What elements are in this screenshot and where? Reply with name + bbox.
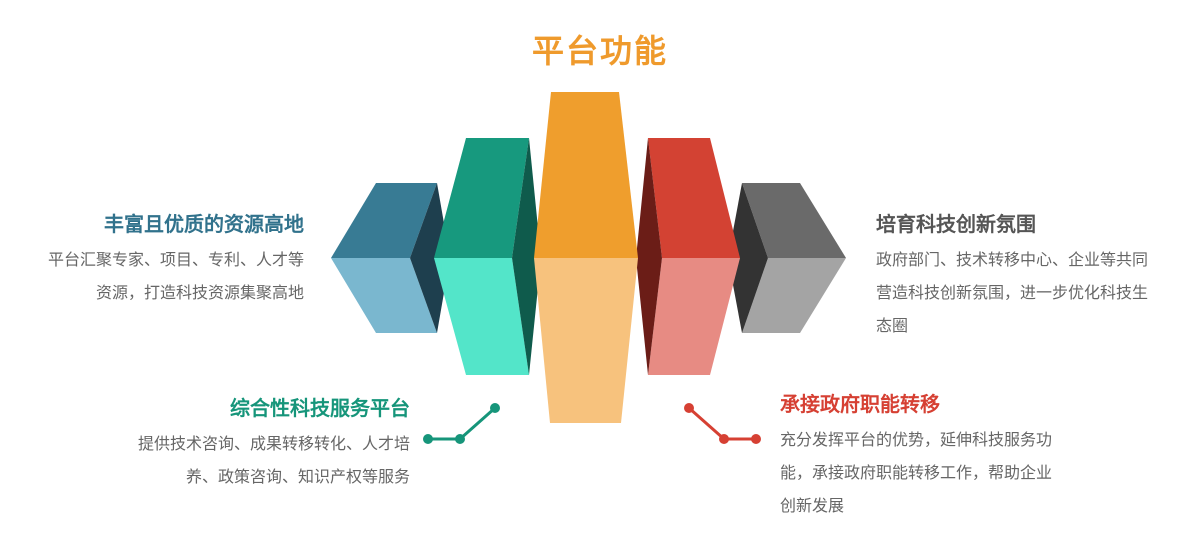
orange-block-top [534,92,638,258]
feature-service-platform: 综合性科技服务平台 提供技术咨询、成果转移转化、人才培 养、政策咨询、知识产权等… [80,392,410,493]
green-connector-dot [490,403,500,413]
feature-line: 充分发挥平台的优势，延伸科技服务功 [780,430,1053,449]
red-connector-dot [751,434,761,444]
feature-title: 培育科技创新氛围 [876,212,1036,236]
feature-line: 提供技术咨询、成果转移转化、人才培 [137,434,410,453]
feature-line: 政府部门、技术转移中心、企业等共同 [876,250,1149,269]
blue-block-side [410,183,450,333]
red-block-bottom [648,258,740,375]
green-connector-dot [455,434,465,444]
feature-innovation-atmosphere: 培育科技创新氛围 政府部门、技术转移中心、企业等共同 营造科技创新氛围，进一步优… [876,208,1196,342]
feature-line: 能，承接政府职能转移工作，帮助企业 [780,463,1053,482]
red-block [636,138,740,375]
feature-title: 综合性科技服务平台 [230,396,410,420]
red-connector [684,403,761,444]
orange-block-bottom [534,258,638,423]
feature-line: 资源，打造科技资源集聚高地 [95,283,304,302]
feature-line: 营造科技创新氛围，进一步优化科技生 [876,283,1149,302]
blue-block-bottom [331,258,437,333]
feature-description: 充分发挥平台的优势，延伸科技服务功 能，承接政府职能转移工作，帮助企业 创新发展 [780,423,1110,522]
gray-block [728,183,846,333]
red-block-top [648,138,740,258]
feature-title: 承接政府职能转移 [780,392,940,416]
red-connector-dot [719,434,729,444]
red-block-side [636,138,662,375]
feature-title: 丰富且优质的资源高地 [104,212,304,236]
red-connector-dot [684,403,694,413]
feature-line: 养、政策咨询、知识产权等服务 [185,467,410,486]
blue-block-top [331,183,437,258]
orange-block [534,92,638,423]
feature-description: 提供技术咨询、成果转移转化、人才培 养、政策咨询、知识产权等服务 [80,427,410,493]
feature-rich-resources: 丰富且优质的资源高地 平台汇聚专家、项目、专利、人才等 资源，打造科技资源集聚高… [4,208,304,309]
green-block [434,138,541,375]
feature-description: 政府部门、技术转移中心、企业等共同 营造科技创新氛围，进一步优化科技生 态圈 [876,243,1196,342]
gray-block-bottom [742,258,846,333]
page-title: 平台功能 [531,32,668,70]
green-connector-dot [423,434,433,444]
feature-description: 平台汇聚专家、项目、专利、人才等 资源，打造科技资源集聚高地 [4,243,304,309]
blue-block [331,183,450,333]
green-connector [423,403,500,444]
feature-government-transfer: 承接政府职能转移 充分发挥平台的优势，延伸科技服务功 能，承接政府职能转移工作，… [780,388,1110,522]
green-block-bottom [434,258,529,375]
feature-line: 态圈 [876,316,909,335]
green-block-side [512,138,541,375]
feature-line: 创新发展 [780,496,845,515]
gray-block-top [742,183,846,258]
feature-line: 平台汇聚专家、项目、专利、人才等 [47,250,304,269]
green-block-top [434,138,529,258]
gray-block-side [728,183,768,333]
